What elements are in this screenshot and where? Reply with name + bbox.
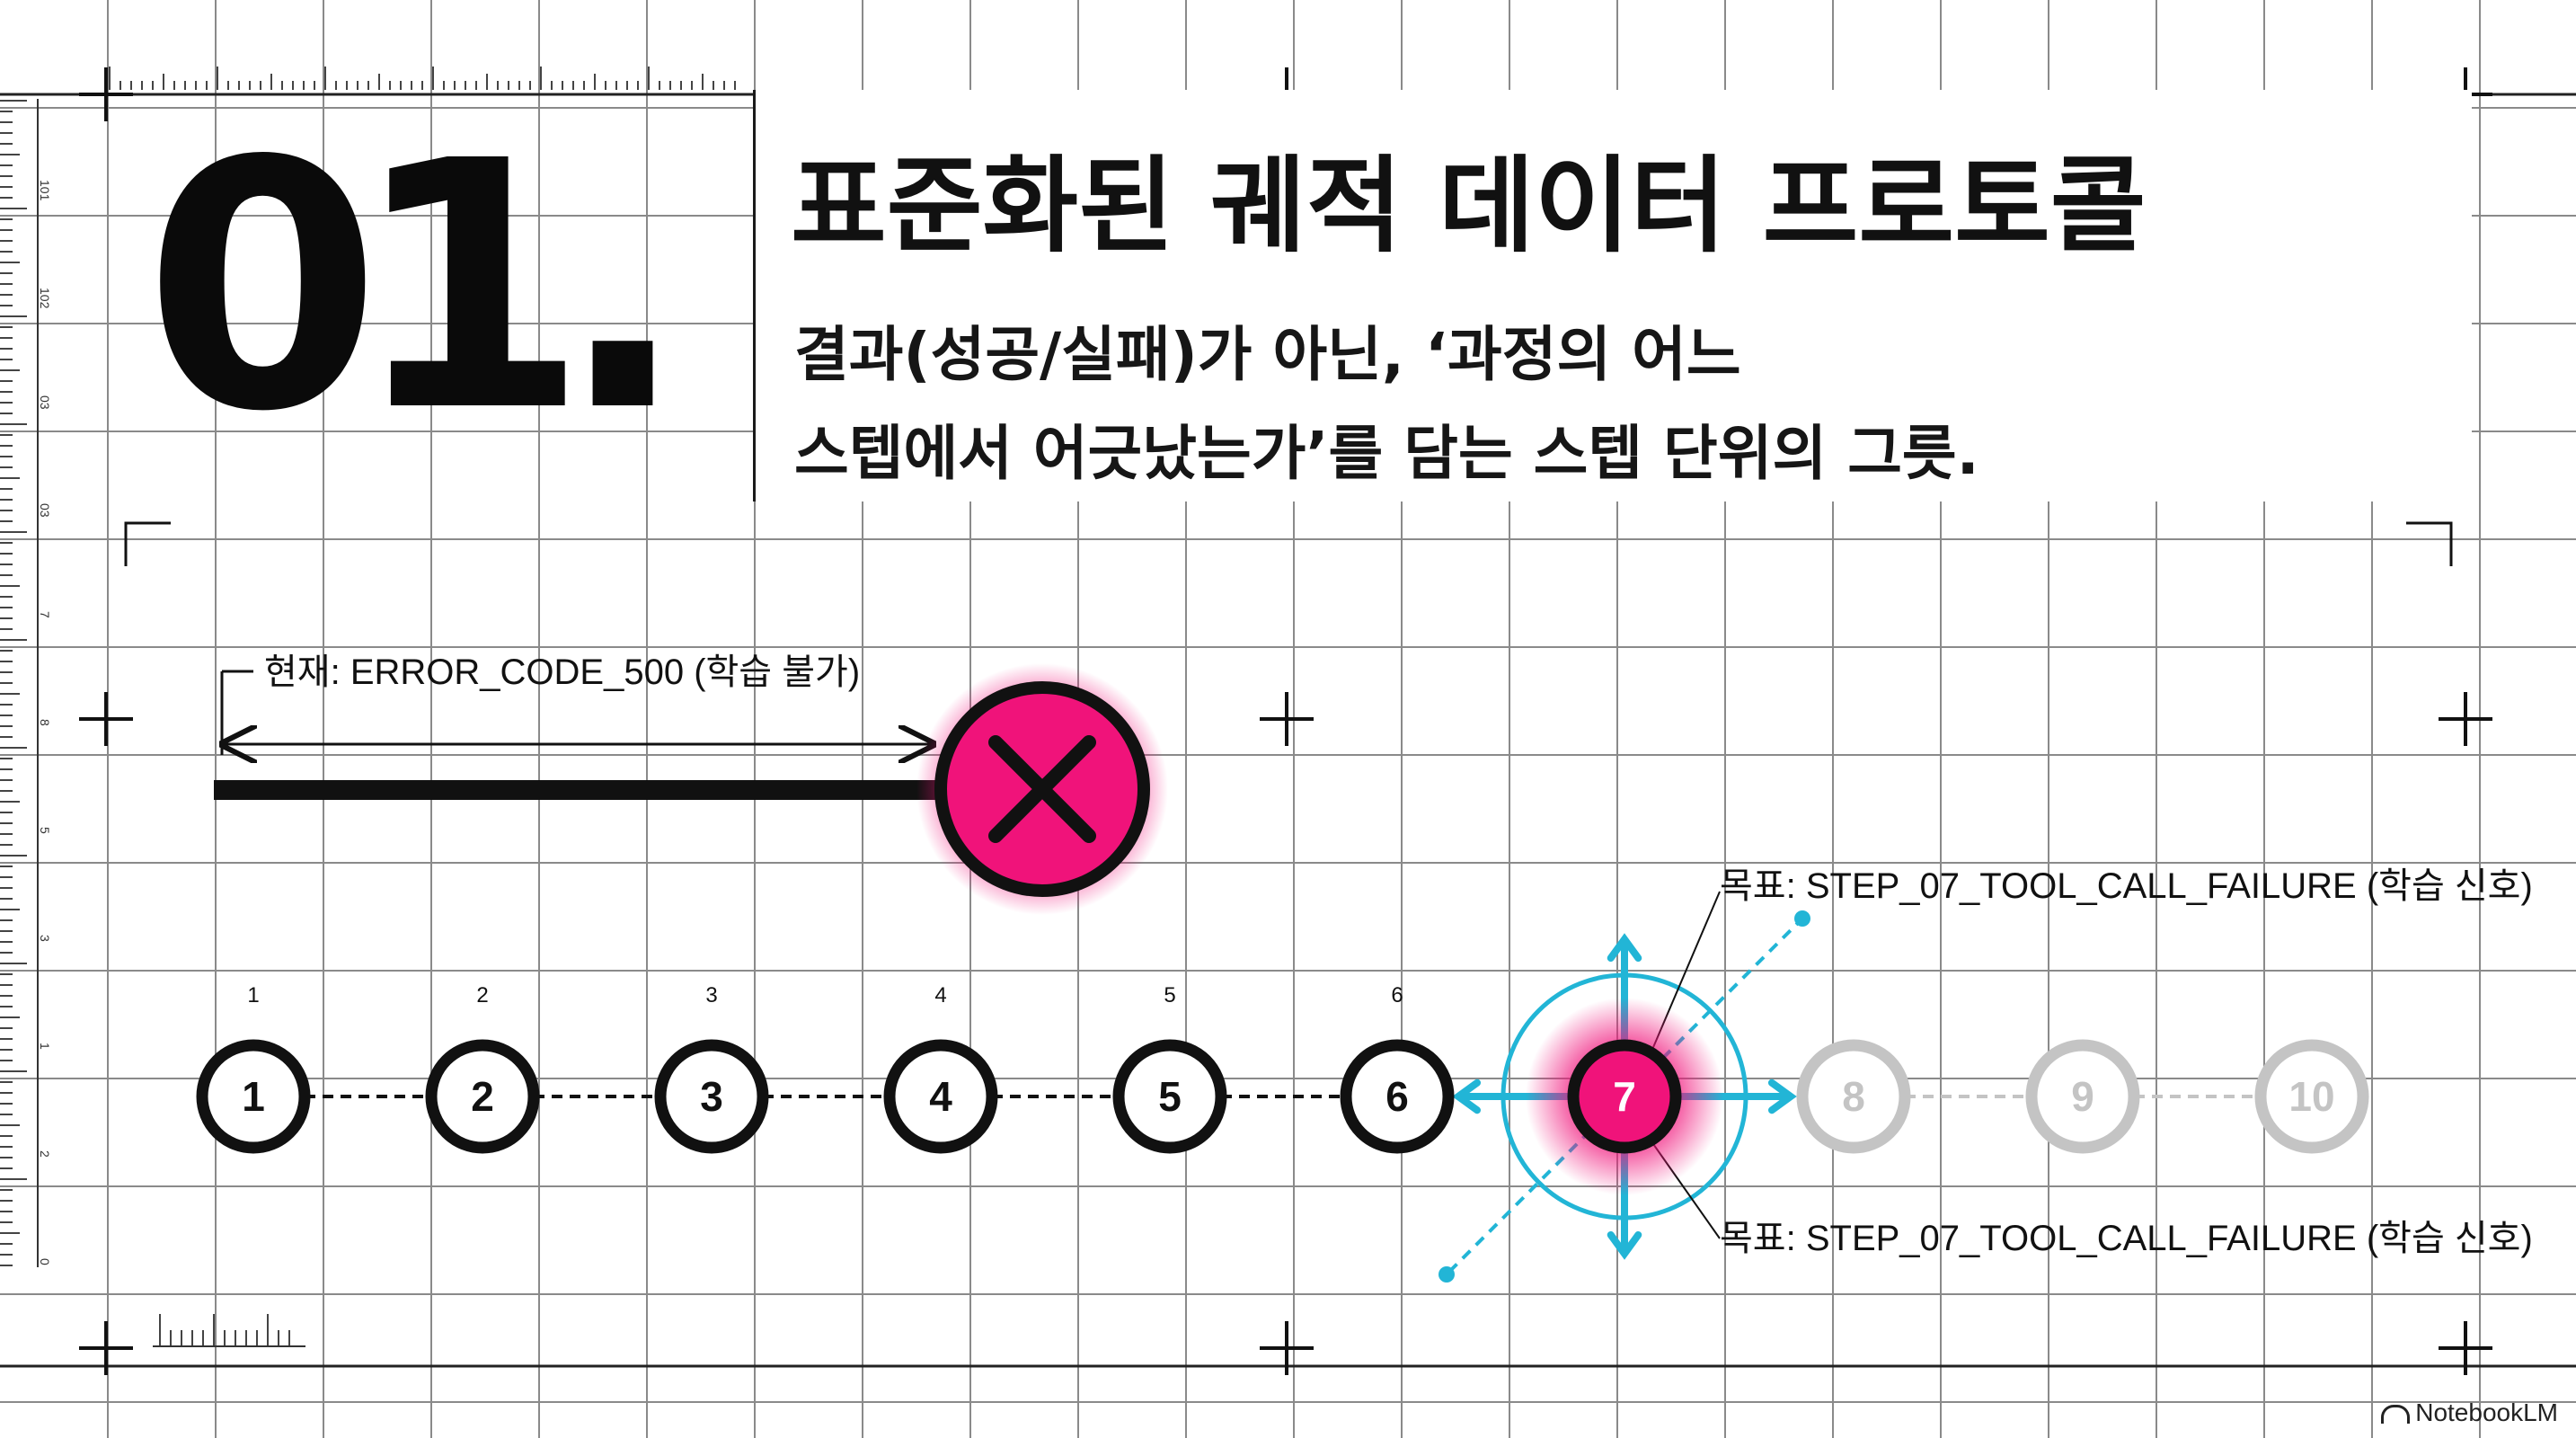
focus-diagonal-end <box>1794 910 1810 927</box>
step-number: 10 <box>2288 1073 2335 1120</box>
step-number: 2 <box>471 1073 494 1120</box>
header-panel <box>753 90 2472 502</box>
target-label-bottom: 목표: STEP_07_TOOL_CALL_FAILURE (학습 신호) <box>1720 1219 2533 1258</box>
step-number: 3 <box>700 1073 723 1120</box>
section-number: 01. <box>144 88 687 486</box>
page-title: 표준화된 궤적 데이터 프로토콜 <box>791 146 2147 267</box>
step-tick-label: 4 <box>934 983 947 1007</box>
step-node-10 <box>2254 1039 2369 1154</box>
step-number: 8 <box>1842 1073 1865 1120</box>
step-node-1 <box>196 1039 311 1154</box>
focus-arrowhead <box>1607 1230 1642 1260</box>
step-number: 5 <box>1158 1073 1182 1120</box>
step-node-2 <box>425 1039 540 1154</box>
brand-name: NotebookLM <box>2415 1398 2558 1426</box>
focus-arrowhead <box>1767 1078 1797 1114</box>
step-node-4 <box>883 1039 998 1154</box>
step-tick-label: 3 <box>705 983 718 1007</box>
step-number: 7 <box>1613 1073 1636 1120</box>
step-node-3 <box>654 1039 769 1154</box>
step-node-8 <box>1796 1039 1911 1154</box>
step-number: 4 <box>929 1073 952 1120</box>
step-tick-label: 2 <box>476 983 489 1007</box>
step-number: 9 <box>2071 1073 2094 1120</box>
step-tick-label: 1 <box>247 983 260 1007</box>
target-label-top: 목표: STEP_07_TOOL_CALL_FAILURE (학습 신호) <box>1720 866 2533 906</box>
current-error-diagram <box>214 663 1168 915</box>
subtitle-line-2: 스텝에서 어긋났는가’를 담는 스텝 단위의 그릇. <box>794 419 1979 488</box>
step-node-5 <box>1112 1039 1227 1154</box>
notebooklm-brand: NotebookLM <box>2381 1398 2558 1427</box>
step-node-7 <box>1567 1039 1682 1154</box>
page-subtitle: 결과(성공/실패)가 아닌, ‘과정의 어느 스텝에서 어긋났는가’를 담는 스… <box>794 306 2430 503</box>
focus-diagonal-end <box>1438 1266 1455 1283</box>
current-error-label: 현재: ERROR_CODE_500 (학습 불가) <box>264 652 861 692</box>
step-node-9 <box>2025 1039 2140 1154</box>
step-node-6 <box>1340 1039 1455 1154</box>
focus-arrowhead <box>1452 1078 1482 1114</box>
notebooklm-logo-icon <box>2381 1405 2411 1425</box>
step-number: 1 <box>242 1073 265 1120</box>
subtitle-line-1: 결과(성공/실패)가 아닌, ‘과정의 어느 <box>794 320 1741 389</box>
step-tick-label: 6 <box>1391 983 1403 1007</box>
step-number: 6 <box>1385 1073 1409 1120</box>
focus-arrowhead <box>1607 933 1642 963</box>
step-tick-label: 5 <box>1164 983 1176 1007</box>
